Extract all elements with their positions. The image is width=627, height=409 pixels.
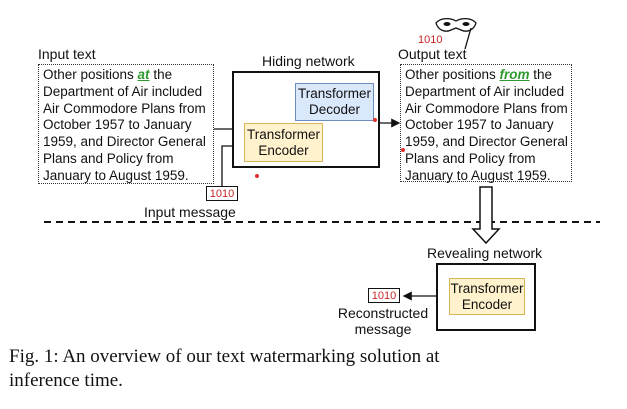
caption-line: inference time. xyxy=(9,370,123,391)
encoder-label-line: Transformer xyxy=(246,126,320,142)
input-message-bits: 1010 xyxy=(206,186,238,201)
output-text-line: Department of Air included xyxy=(405,83,565,99)
reconstructed-label-line: Reconstructed xyxy=(337,305,429,321)
hiding-encoder-block: Transformer Encoder xyxy=(244,123,323,162)
encoder-label-line: Encoder xyxy=(461,296,513,312)
input-text-line: 1959, and Director General xyxy=(43,134,206,150)
output-highlight-word: from xyxy=(499,67,530,82)
hiding-decoder-block: Transformer Decoder xyxy=(295,83,374,121)
decoder-label-line: Transformer xyxy=(297,86,371,101)
encoder-label-line: Transformer xyxy=(450,280,524,296)
input-text-line: Air Commodore Plans from xyxy=(43,100,206,116)
reconstructed-message-label: Reconstructed message xyxy=(333,305,433,337)
figure-caption: Fig. 1: An overview of our text watermar… xyxy=(9,345,619,393)
input-text-label: Input text xyxy=(38,46,96,62)
decoder-label-line: Decoder xyxy=(308,102,361,117)
input-highlight-word: at xyxy=(137,67,150,82)
output-text-label: Output text xyxy=(398,46,467,62)
input-text-line: January to August 1959. xyxy=(43,167,189,183)
output-text-line: October 1957 to January xyxy=(405,117,554,133)
red-dot xyxy=(373,118,377,122)
output-text-box: Other positions from the Department of A… xyxy=(400,64,572,183)
red-dot xyxy=(255,174,259,178)
encoder-label-line: Encoder xyxy=(258,142,309,158)
watermark-bits: 1010 xyxy=(418,34,443,46)
reconstructed-message-bits: 1010 xyxy=(368,288,400,303)
input-text-line: October 1957 to January xyxy=(43,117,192,133)
output-text-line: January to August 1959. xyxy=(405,167,551,183)
output-text-line: Plans and Policy from xyxy=(405,150,536,166)
output-text-line-1: Other positions from the xyxy=(405,67,553,82)
mask-icon xyxy=(435,17,477,50)
input-text-box: Other positions at the Department of Air… xyxy=(38,64,214,184)
reconstructed-label-line: message xyxy=(354,321,412,337)
red-dot xyxy=(401,148,405,152)
revealing-network-label: Revealing network xyxy=(427,245,543,261)
hollow-arrow-down xyxy=(471,186,501,245)
input-text-line-1: Other positions at the xyxy=(43,67,173,82)
caption-line: Fig. 1: An overview of our text watermar… xyxy=(9,346,440,367)
revealing-encoder-block: Transformer Encoder xyxy=(449,278,525,315)
input-message-label: Input message xyxy=(144,204,236,220)
input-text-line: Plans and Policy from xyxy=(43,150,174,166)
input-text-line: Department of Air included xyxy=(43,83,203,99)
output-text-line: Air Commodore Plans from xyxy=(405,100,568,116)
output-text-line: 1959, and Director General xyxy=(405,134,568,150)
hiding-network-label: Hiding network xyxy=(262,53,355,69)
